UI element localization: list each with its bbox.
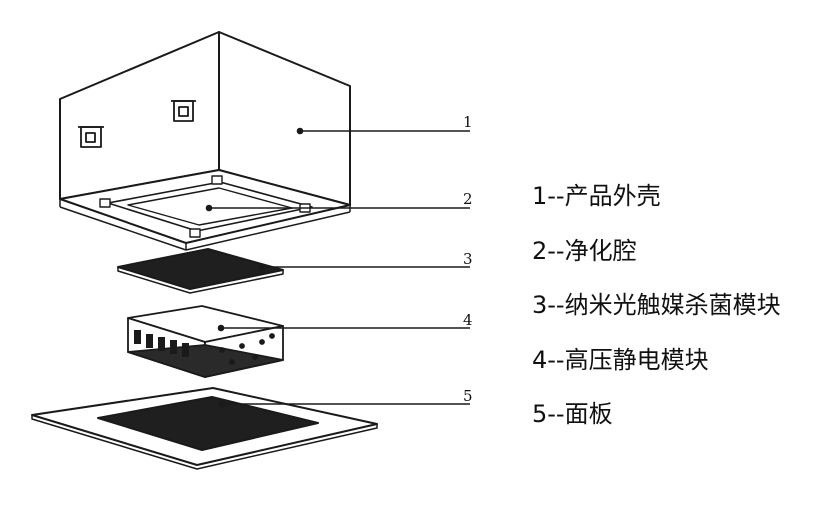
panel [31, 387, 378, 470]
electrostatic-module [127, 305, 284, 378]
legend: 1--产品外壳 2--净化腔 3--纳米光触媒杀菌模块 4--高压静电模块 5-… [532, 178, 781, 451]
callout-4: 4 [463, 311, 473, 329]
legend-item-panel: 5--面板 [532, 400, 613, 428]
callout-1: 1 [463, 113, 473, 131]
mounting-bracket-left [78, 126, 104, 148]
legend-item-electrostatic-module: 4--高压静电模块 [532, 345, 709, 374]
chamber-inner-frame [107, 181, 313, 232]
photocatalyst-mesh [117, 248, 284, 290]
electrostatic-bottom-mesh [127, 344, 284, 378]
panel-inner-grille [97, 396, 319, 451]
legend-item-housing: 1--产品外壳 [532, 182, 661, 210]
callout-2: 2 [463, 190, 473, 208]
legend-item-purification-chamber: 2--净化腔 [532, 236, 637, 265]
callout-5: 5 [463, 387, 473, 405]
callout-3: 3 [463, 250, 473, 268]
product-housing [59, 31, 351, 206]
legend-item-photocatalyst-module: 3--纳米光触媒杀菌模块 [532, 291, 781, 319]
photocatalyst-module [117, 248, 284, 294]
mounting-bracket-right [171, 100, 196, 122]
leader-lines [205, 127, 470, 408]
